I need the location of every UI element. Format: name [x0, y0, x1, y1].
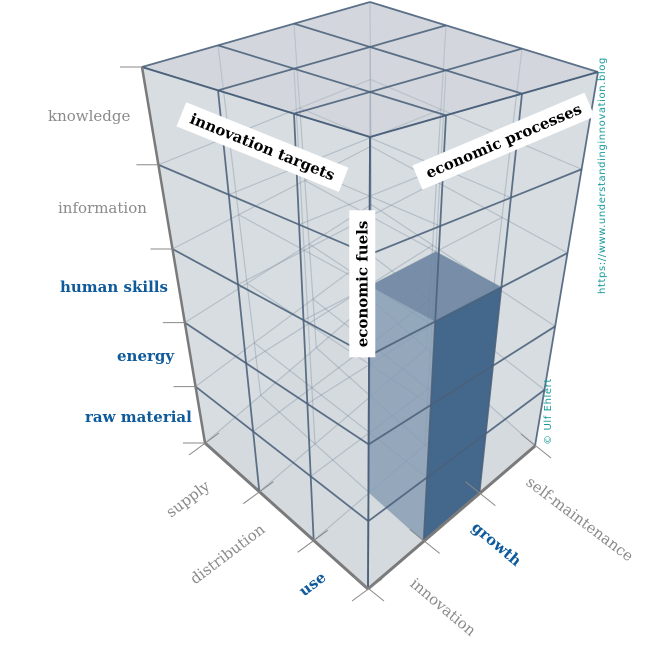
- layer-label-knowledge: knowledge: [48, 107, 131, 125]
- grid-line: [204, 299, 373, 444]
- outer-grid-line: [369, 168, 582, 256]
- base-edge-right: [367, 444, 536, 591]
- grid-line: [371, 204, 556, 327]
- tick-left-axis: [351, 578, 383, 602]
- tick-right-axis: [520, 433, 552, 459]
- outer-grid-line: [422, 115, 447, 542]
- cube-top-face: [142, 2, 598, 137]
- cube-front-left-face: [142, 67, 370, 589]
- outer-grid-line: [369, 71, 599, 138]
- outer-grid-line: [369, 1, 599, 73]
- left-vertical-edge: [140, 66, 207, 444]
- grid-line: [184, 204, 372, 324]
- label-economic-fuels: economic fuels: [349, 210, 376, 358]
- outer-grid-line: [368, 252, 568, 357]
- tick-right-axis: [409, 528, 440, 554]
- layer-label-human-skills: human skills: [60, 278, 168, 296]
- layer-label-raw-material: raw material: [85, 408, 192, 426]
- outer-grid-line: [478, 93, 523, 494]
- layer-label-information: information: [58, 199, 147, 217]
- grid-line: [195, 254, 373, 388]
- highlight-block-side-face: [423, 287, 502, 542]
- outer-grid-line: [217, 24, 447, 92]
- outer-grid-line: [217, 90, 261, 492]
- tick-left-axis: [243, 481, 274, 505]
- tick-left-axis: [297, 529, 328, 553]
- outer-grid-line: [172, 248, 370, 357]
- grid-line: [293, 68, 316, 445]
- grid-line: [237, 181, 437, 286]
- outer-grid-line: [141, 1, 371, 68]
- outer-grid-line: [141, 66, 371, 138]
- tick-right-axis: [353, 576, 385, 602]
- outer-grid-line: [293, 113, 315, 541]
- layer-label-energy: energy: [117, 347, 175, 365]
- grid-line: [370, 145, 568, 254]
- tick-right-axis: [465, 481, 496, 507]
- grid-line: [260, 394, 425, 542]
- outer-grid-line: [194, 385, 369, 522]
- outer-grid-line: [368, 325, 556, 446]
- outer-grid-line: [293, 22, 523, 95]
- outer-grid-line: [184, 321, 370, 446]
- highlight-block-front-face: [369, 285, 436, 542]
- credit-url: https://www.understandinginnovation.blog: [596, 57, 608, 294]
- outer-grid-line: [217, 44, 447, 117]
- grid-line: [303, 216, 503, 321]
- credit-author: © Ulf Ehlert: [542, 378, 554, 445]
- grid-line: [245, 244, 433, 364]
- cube-front-right-face: [368, 72, 598, 589]
- grid-line: [217, 45, 262, 396]
- outer-grid-line: [367, 389, 545, 522]
- tick-left-axis: [188, 432, 220, 456]
- outer-grid-line: [293, 47, 523, 115]
- outer-grid-line: [158, 163, 370, 256]
- outer-grid-line: [534, 71, 599, 447]
- base-edge-left: [203, 441, 370, 591]
